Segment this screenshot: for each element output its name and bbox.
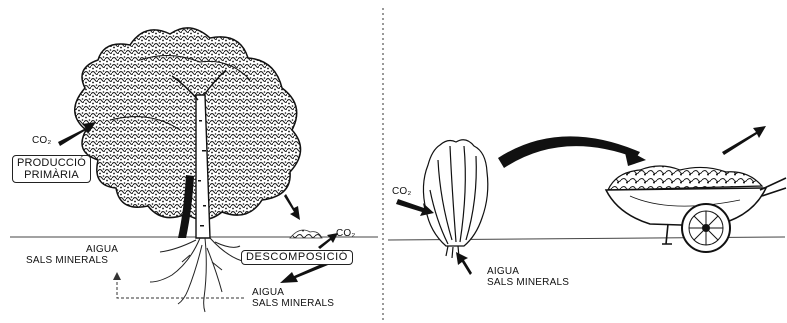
lettuce-icon (423, 140, 487, 258)
wheelbarrow-icon (606, 166, 786, 252)
co2-right-label: CO₂ (392, 186, 411, 197)
sals-minerals-left-label: SALS MINERALS (26, 255, 108, 266)
co2-ground-label: CO₂ (336, 228, 355, 239)
primaria-line: PRIMÀRIA (17, 169, 86, 181)
aigua-left-label: AIGUA (86, 244, 118, 255)
descomposicio-label: DESCOMPOSICIÓ (241, 250, 353, 265)
produccio-line: PRODUCCIÓ (17, 157, 86, 169)
sals-minerals-right-label: SALS MINERALS (487, 277, 569, 288)
aigua-right-label: AIGUA (487, 266, 519, 277)
dashed-arrow-icon (113, 272, 244, 298)
produccio-primaria-label: PRODUCCIÓ PRIMÀRIA (12, 155, 91, 183)
aigua-bottom-label: AIGUA (252, 287, 284, 298)
roots-icon (150, 238, 246, 312)
sals-minerals-bottom-label: SALS MINERALS (252, 298, 334, 309)
co2-left-label: CO₂ (32, 135, 51, 146)
tree-icon (75, 28, 301, 238)
fallen-leaves-icon (290, 230, 322, 238)
